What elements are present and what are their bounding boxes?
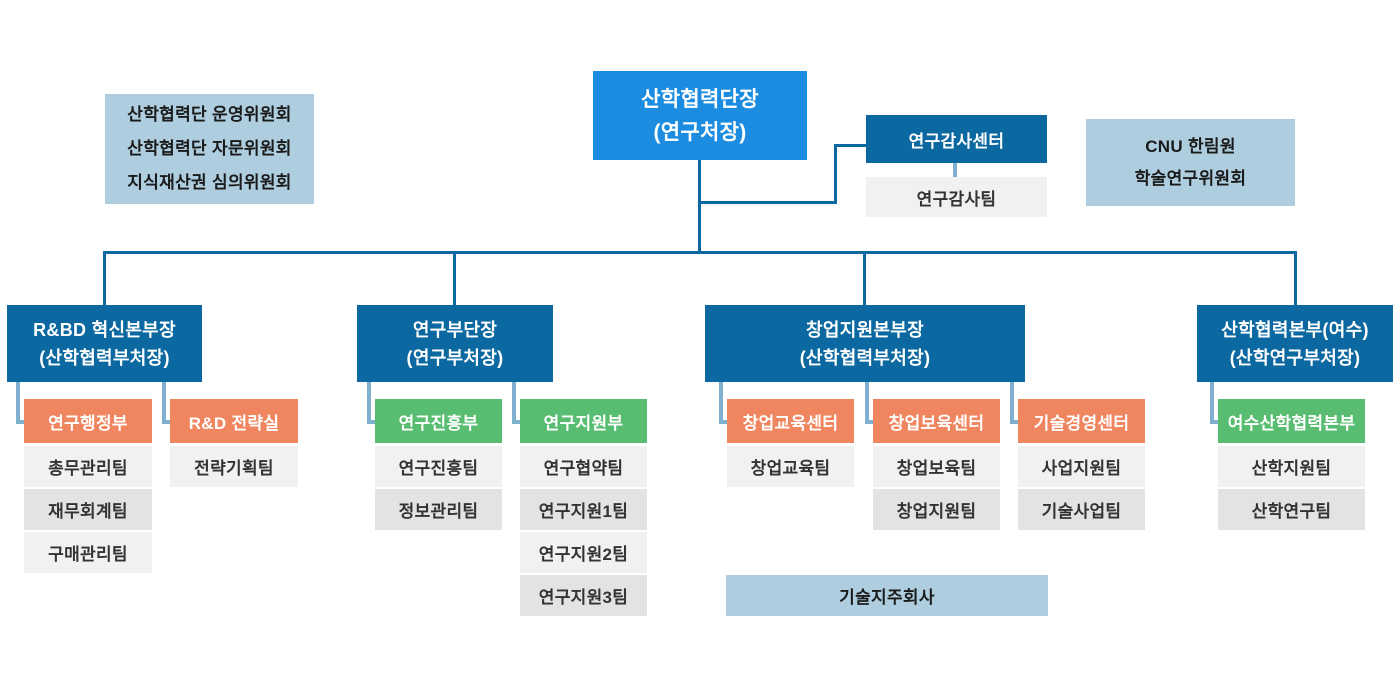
branch2-title-line1: 연구부단장 bbox=[412, 319, 498, 340]
connector-dept-b3c3 bbox=[1010, 381, 1018, 424]
audit-team-box: 연구감사팀 bbox=[866, 177, 1047, 217]
root-box: 산학협력단장 (연구처장) bbox=[593, 71, 807, 160]
cnu-panel: CNU 한림원 학술연구위원회 bbox=[1086, 119, 1295, 206]
connector-audit-horizontal-low bbox=[701, 201, 834, 204]
team-row: 창업교육팀 bbox=[727, 446, 854, 487]
connector-dept-b2c2 bbox=[512, 381, 520, 424]
connector-dept-b2c1 bbox=[367, 381, 375, 424]
dept-header: 창업교육센터 bbox=[727, 399, 854, 443]
dept-header: R&D 전략실 bbox=[170, 399, 298, 443]
team-row: 재무회계팀 bbox=[24, 489, 152, 530]
team-row: 연구지원2팀 bbox=[520, 532, 647, 573]
branch3-title-line1: 창업지원본부장 bbox=[805, 319, 925, 340]
holding-company-box: 기술지주회사 bbox=[726, 575, 1048, 616]
root-title-line1: 산학협력단장 bbox=[641, 87, 759, 111]
branch1-box: R&BD 혁신본부장 (산학협력부처장) bbox=[7, 305, 202, 382]
team-row: 창업보육팀 bbox=[873, 446, 1000, 487]
connector-root-drop bbox=[698, 159, 701, 252]
team-row: 정보관리팀 bbox=[375, 489, 502, 530]
team-row: 총무관리팀 bbox=[24, 446, 152, 487]
audit-team-label: 연구감사팀 bbox=[916, 189, 997, 209]
cnu-line1: CNU 한림원 bbox=[1145, 136, 1236, 156]
connector-audit-team bbox=[953, 163, 957, 177]
committee-item: 지식재산권 심의위원회 bbox=[127, 173, 292, 192]
connector-distributor bbox=[103, 251, 1297, 254]
dept-header: 기술경영센터 bbox=[1018, 399, 1145, 443]
branch1-title-line1: R&BD 혁신본부장 bbox=[33, 319, 176, 340]
root-title-line2: (연구처장) bbox=[653, 120, 747, 144]
branch3-title-line2: (산학협력부처장) bbox=[799, 347, 931, 368]
team-row: 산학연구팀 bbox=[1218, 489, 1365, 530]
audit-center-label: 연구감사센터 bbox=[908, 131, 1005, 151]
connector-branch3-drop bbox=[863, 254, 866, 305]
connector-audit-horizontal-high bbox=[837, 144, 866, 147]
team-row: 기술사업팀 bbox=[1018, 489, 1145, 530]
cnu-line2: 학술연구위원회 bbox=[1134, 168, 1247, 188]
committee-item: 산학협력단 자문위원회 bbox=[127, 139, 292, 158]
dept-header: 연구지원부 bbox=[520, 399, 647, 443]
committee-panel: 산학협력단 운영위원회 산학협력단 자문위원회 지식재산권 심의위원회 bbox=[105, 94, 314, 204]
team-row: 연구진흥팀 bbox=[375, 446, 502, 487]
branch4-title-line2: (산학연구부처장) bbox=[1229, 347, 1361, 368]
team-row: 연구지원3팀 bbox=[520, 575, 647, 616]
branch4-title-line1: 산학협력본부(여수) bbox=[1221, 319, 1369, 340]
team-row: 구매관리팀 bbox=[24, 532, 152, 573]
team-row: 연구지원1팀 bbox=[520, 489, 647, 530]
team-row: 창업지원팀 bbox=[873, 489, 1000, 530]
team-row: 연구협약팀 bbox=[520, 446, 647, 487]
committee-item: 산학협력단 운영위원회 bbox=[127, 105, 292, 124]
audit-center-box: 연구감사센터 bbox=[866, 115, 1047, 163]
connector-dept-b3c1 bbox=[719, 381, 727, 424]
dept-header: 연구행정부 bbox=[24, 399, 152, 443]
connector-branch2-drop bbox=[453, 254, 456, 305]
team-row: 산학지원팀 bbox=[1218, 446, 1365, 487]
branch1-title-line2: (산학협력부처장) bbox=[39, 347, 170, 368]
connector-dept-b4c1 bbox=[1210, 381, 1218, 424]
connector-dept-b3c2 bbox=[865, 381, 873, 424]
dept-header: 연구진흥부 bbox=[375, 399, 502, 443]
branch2-box: 연구부단장 (연구부처장) bbox=[357, 305, 553, 382]
branch3-box: 창업지원본부장 (산학협력부처장) bbox=[705, 305, 1025, 382]
connector-branch1-drop bbox=[103, 254, 106, 305]
connector-dept-b1c2 bbox=[162, 381, 170, 424]
branch2-title-line2: (연구부처장) bbox=[406, 347, 504, 368]
dept-header: 여수산학협력본부 bbox=[1218, 399, 1365, 443]
connector-audit-vertical bbox=[834, 144, 837, 204]
dept-header: 창업보육센터 bbox=[873, 399, 1000, 443]
team-row: 사업지원팀 bbox=[1018, 446, 1145, 487]
branch4-box: 산학협력본부(여수) (산학연구부처장) bbox=[1197, 305, 1393, 382]
team-row: 전략기획팀 bbox=[170, 446, 298, 487]
connector-branch4-drop bbox=[1294, 254, 1297, 305]
connector-dept-b1c1 bbox=[16, 381, 24, 424]
